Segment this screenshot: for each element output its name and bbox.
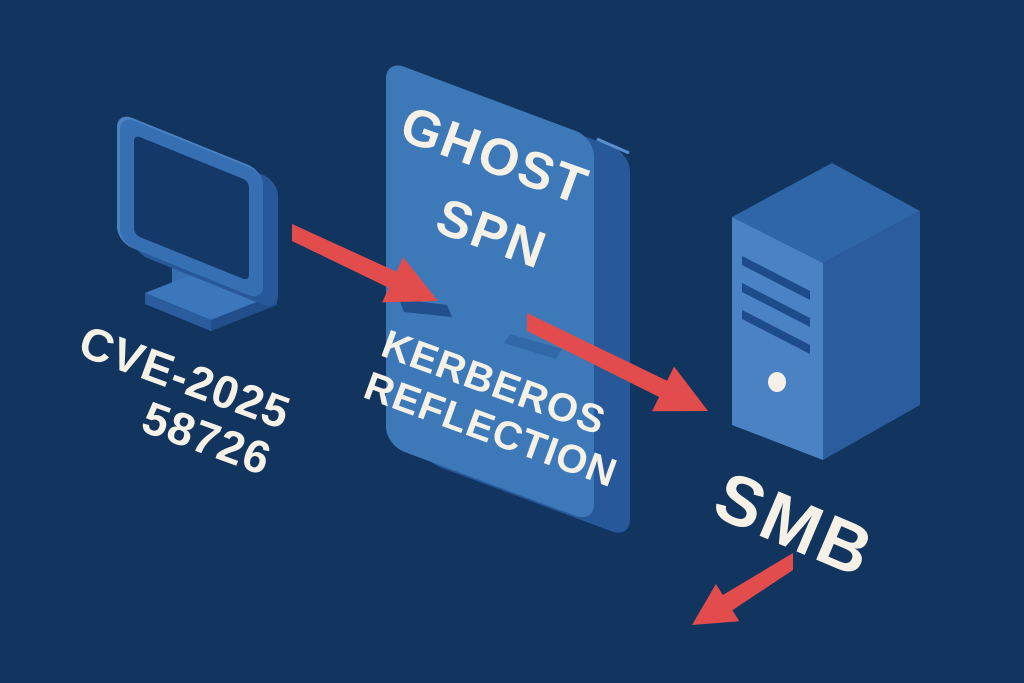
server-vent-slat <box>742 256 810 300</box>
red-arrow-icon-monitor-to-card <box>292 224 438 303</box>
arrow-head-shadow <box>399 299 452 317</box>
monitor-stand-base-front-left <box>145 293 211 331</box>
monitor-screen <box>134 136 249 280</box>
ghost-spn-card: GHOST SPN KERBEROS REFLECTION <box>358 65 630 533</box>
monitor-stand-base-top <box>145 267 277 320</box>
server-right-face <box>823 211 920 460</box>
card-side-bevel <box>596 137 630 155</box>
card-front <box>386 65 594 518</box>
arrow-tail-shadow <box>504 334 562 359</box>
desktop-monitor-icon <box>117 116 278 331</box>
server-vent-slat <box>742 283 810 327</box>
server-tower-icon <box>732 163 920 460</box>
server-vent-slat <box>742 310 810 354</box>
server-top-face <box>732 163 920 263</box>
red-arrow-icon-smb-down <box>692 553 793 625</box>
red-arrow-icon-card-to-server <box>527 313 708 412</box>
server-left-face <box>732 217 823 460</box>
server-power-light <box>768 372 786 392</box>
